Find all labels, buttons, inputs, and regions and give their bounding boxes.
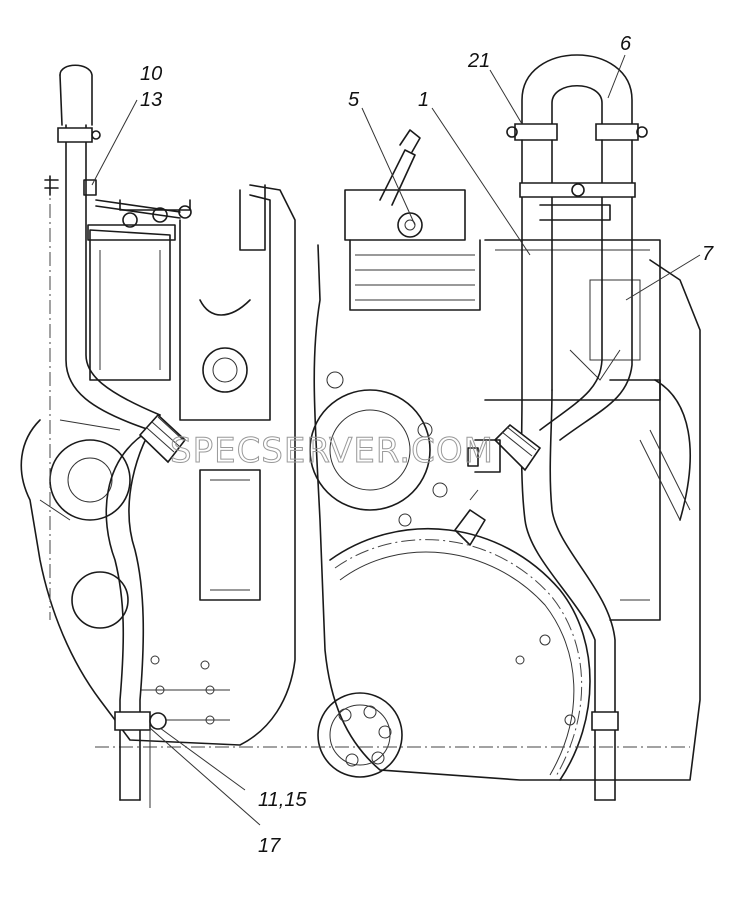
right-pipe [467,54,648,801]
label-13: 13 [140,89,162,111]
label-11-15: 11,15 [258,789,307,811]
label-1: 1 [418,89,429,111]
label-10: 10 [140,63,162,85]
engine-block [20,129,701,781]
watermark-text: SPECSERVER.COM [170,431,494,471]
label-17: 17 [258,835,281,857]
label-5: 5 [348,89,360,111]
label-7: 7 [702,243,714,265]
label-21: 21 [467,50,490,72]
left-pipe [44,64,187,801]
leader-lines [91,54,701,826]
label-6: 6 [620,33,632,55]
